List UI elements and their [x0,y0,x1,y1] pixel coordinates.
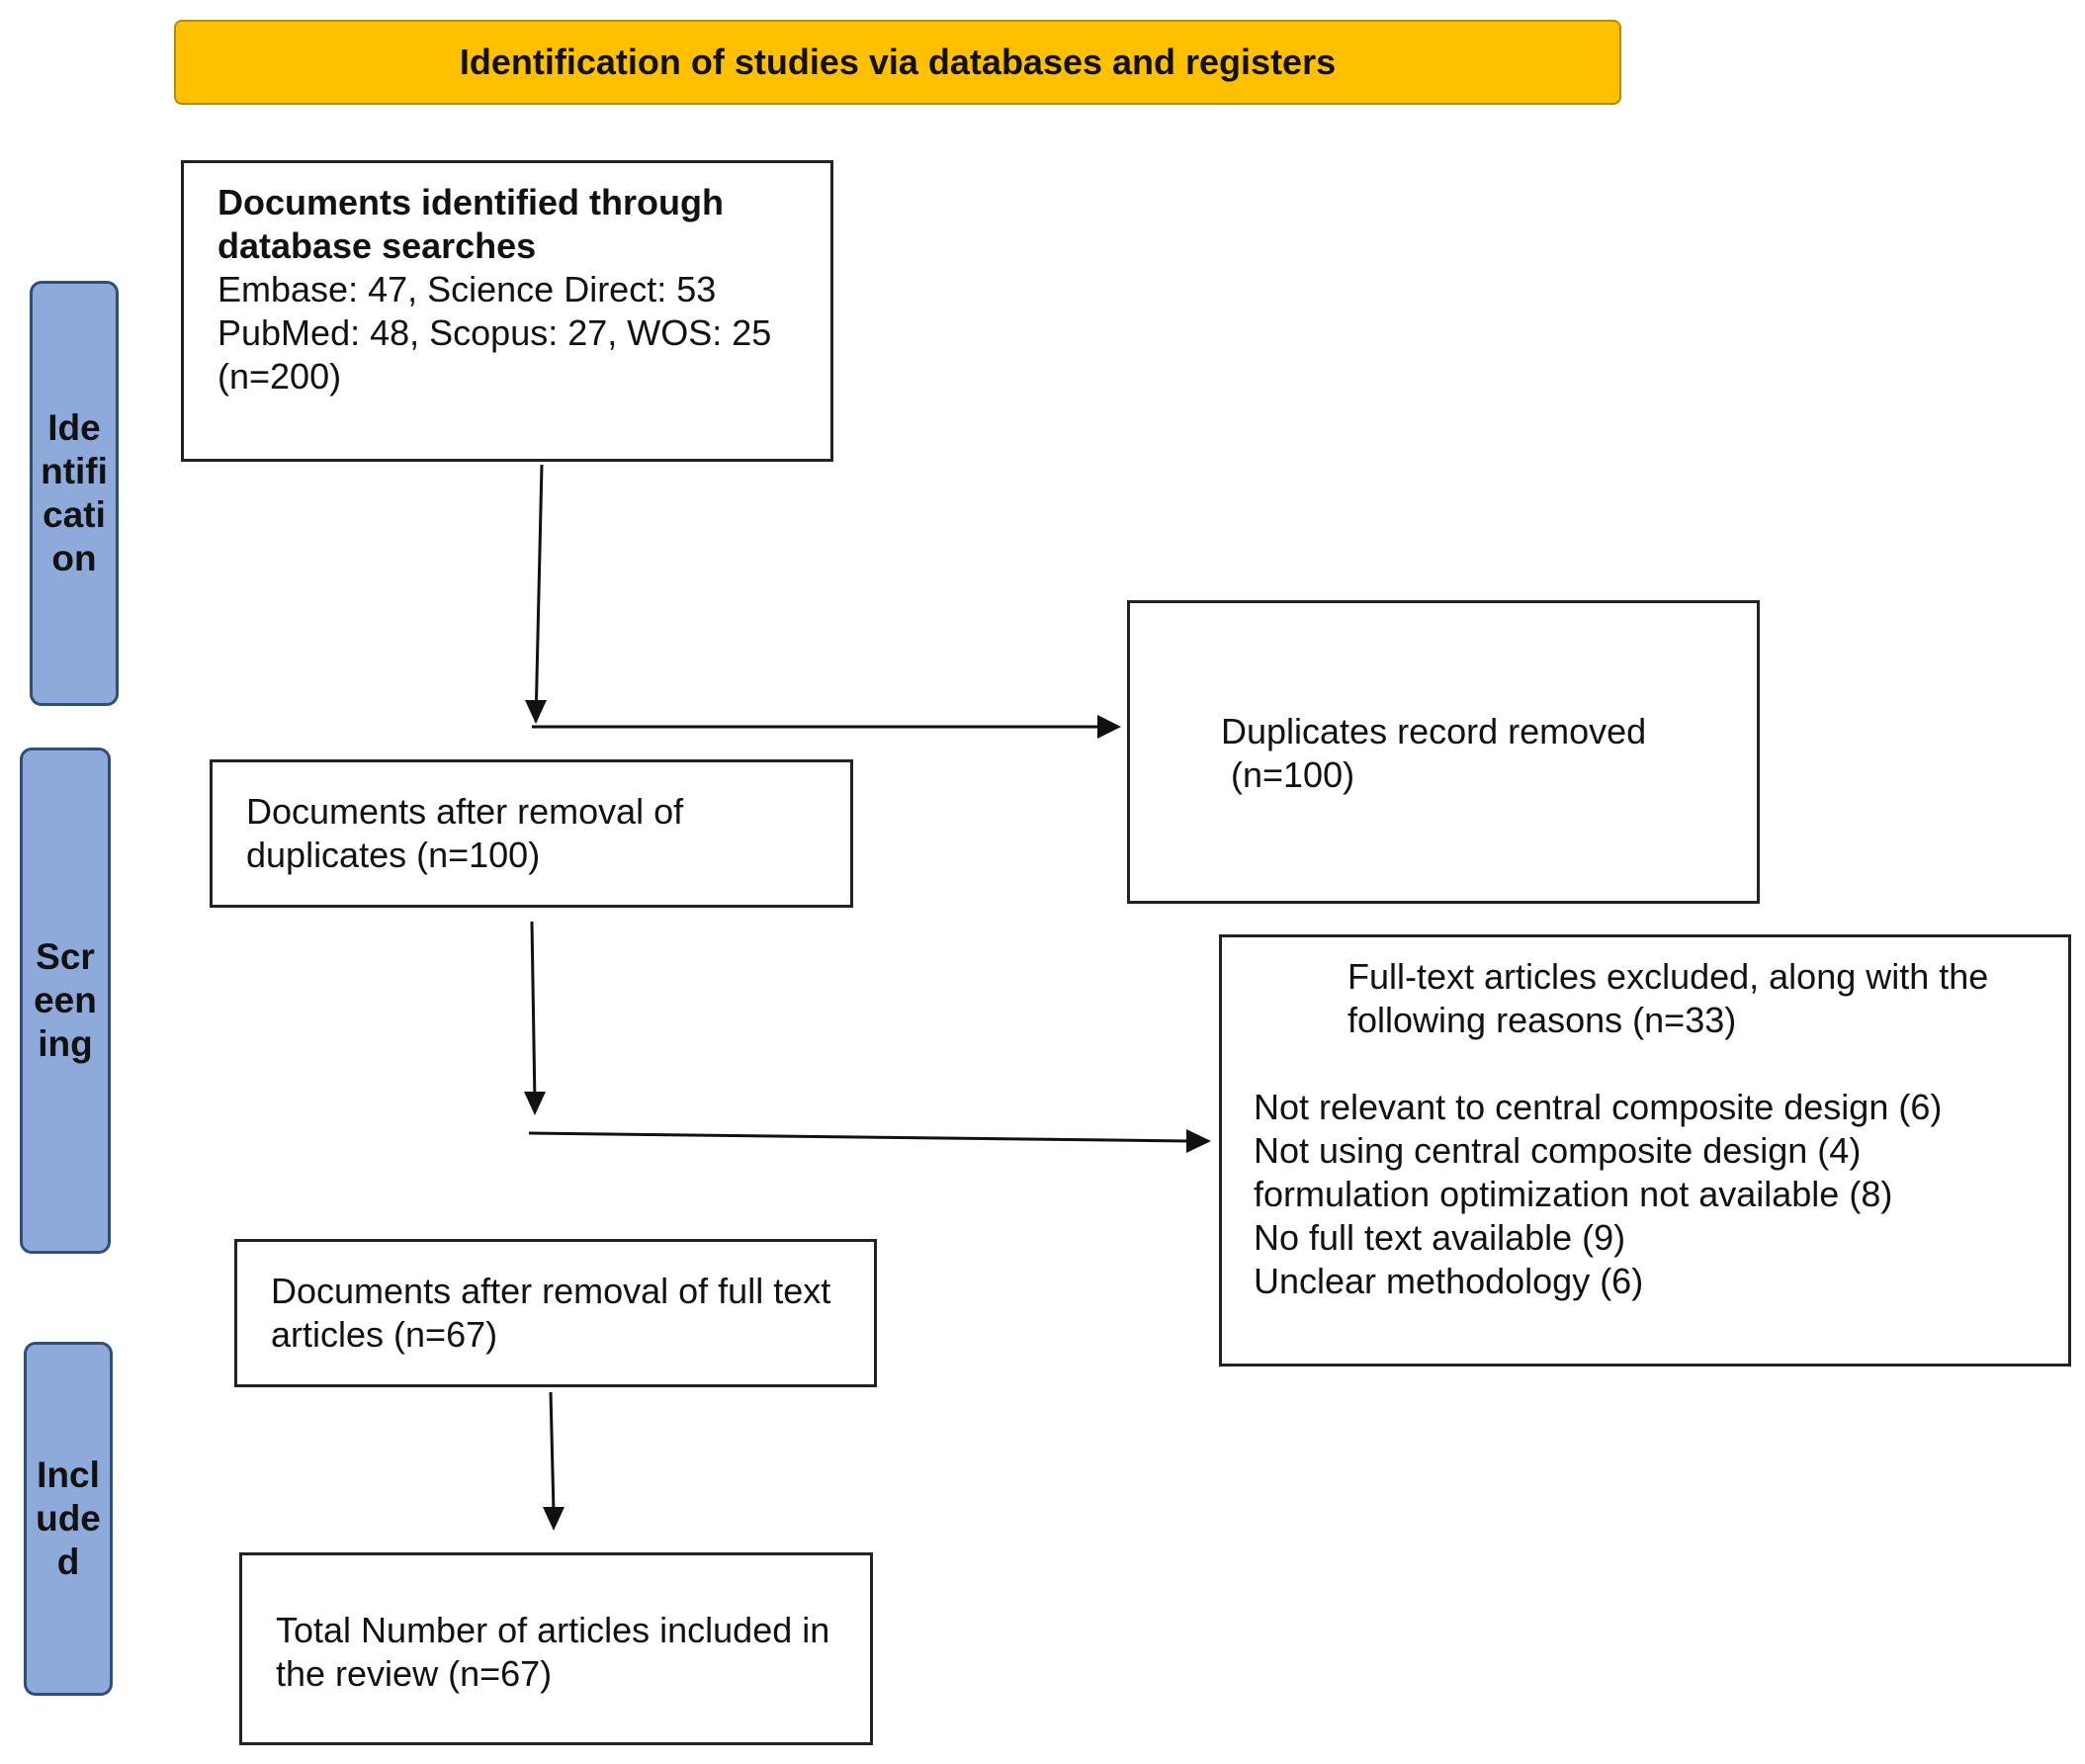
identified-heading: Documents identified through database se… [217,182,724,266]
arrow-to-included [549,1391,556,1514]
after-duplicates-text: Documents after removal of duplicates (n… [246,791,684,875]
identified-sources-line1: Embase: 47, Science Direct: 53 [217,269,717,309]
box-after-duplicates: Documents after removal of duplicates (n… [210,759,853,908]
excluded-reason: No full text available (9) [1254,1217,1626,1258]
phase-included-label: Included [36,1455,101,1582]
identified-sources-line2: PubMed: 48, Scopus: 27, WOS: 25 [217,312,772,353]
box-identified: Documents identified through database se… [181,160,833,462]
arrowhead-included [543,1507,565,1531]
phase-included: Included [24,1342,113,1696]
arrowhead-duplicates-removed [1097,715,1121,739]
after-fulltext-text: Documents after removal of full text art… [271,1271,831,1355]
phase-identification: Identification [30,281,119,706]
arrowhead-excluded [1186,1129,1211,1153]
banner-title: Identification of studies via databases … [174,20,1621,105]
box-after-fulltext: Documents after removal of full text art… [234,1239,877,1387]
arrowhead-identified-down [525,700,547,724]
excluded-reason: formulation optimization not available (… [1254,1174,1893,1214]
box-duplicates-removed: Duplicates record removed (n=100) [1127,600,1760,904]
included-text: Total Number of articles included in the… [276,1610,830,1694]
excluded-heading: Full-text articles excluded, along with … [1347,956,1989,1040]
duplicates-removed-count: (n=100) [1231,754,1355,795]
duplicates-removed-text: Duplicates record removed [1221,711,1647,751]
phase-screening: Screening [20,748,111,1254]
box-included: Total Number of articles included in the… [239,1552,873,1745]
excluded-reason: Not relevant to central composite design… [1254,1087,1943,1127]
arrow-identified-down [534,464,544,723]
identified-count: (n=200) [217,356,342,397]
excluded-reason: Unclear methodology (6) [1254,1261,1644,1301]
arrowhead-after-duplicates-down [524,1092,546,1115]
box-excluded: Full-text articles excluded, along with … [1219,934,2071,1367]
arrow-to-excluded [528,1131,1189,1143]
excluded-reason: Not using central composite design (4) [1254,1130,1862,1171]
arrow-after-duplicates-down [530,921,537,1104]
phase-screening-label: Screening [34,936,97,1064]
phase-identification-label: Identification [41,407,108,578]
